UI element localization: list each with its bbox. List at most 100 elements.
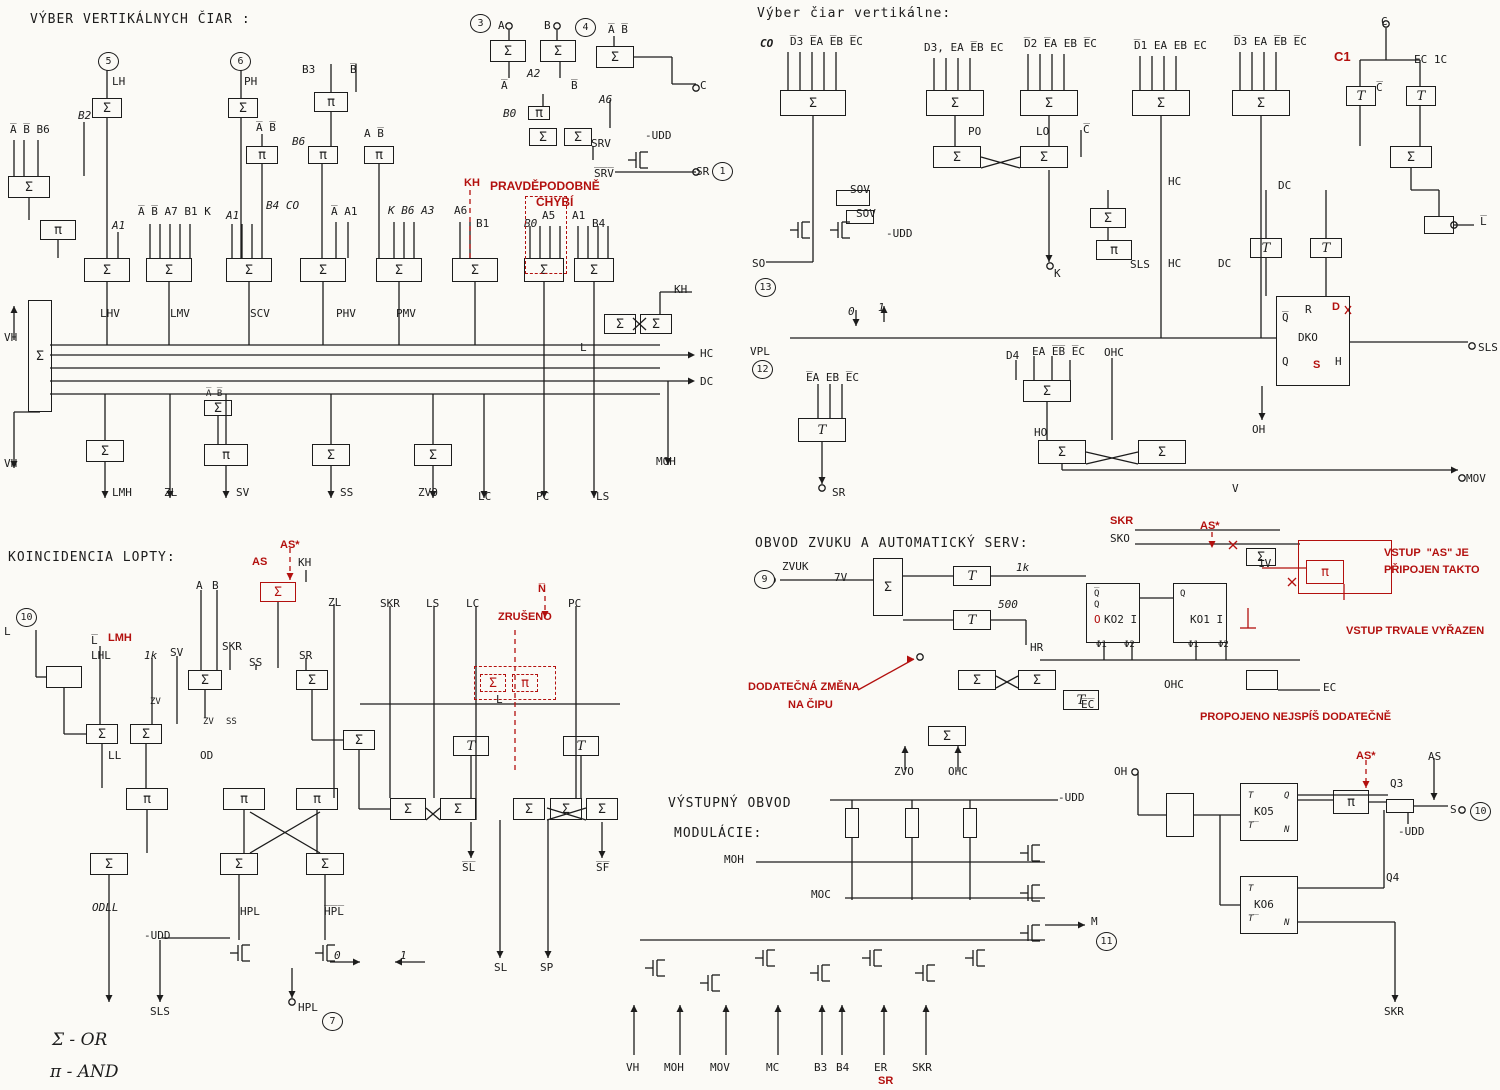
transfer-gate: T [953, 566, 991, 586]
annotation-label: LMH [108, 632, 132, 644]
annotation-label: VSTUP "AS" JE [1384, 547, 1469, 559]
pin-number-6: 6 [230, 52, 251, 71]
component-box [1166, 793, 1194, 837]
or-gate: Σ [28, 300, 52, 412]
signal-label: DC [1218, 257, 1232, 270]
signal-label: KO2 I [1104, 613, 1138, 626]
and-gate: π [1096, 240, 1132, 260]
annotation-label: ZRUŠENO [498, 611, 552, 623]
signal-label: LO [1036, 125, 1050, 138]
or-gate: Σ [296, 670, 328, 690]
or-gate: Σ [92, 98, 122, 118]
signal-label: VH [626, 1061, 640, 1074]
or-gate: Σ [524, 258, 564, 282]
signal-label: A̅ B̅ [256, 121, 276, 134]
signal-label: ZL [328, 596, 342, 609]
transfer-gate: T [1310, 238, 1342, 258]
or-gate: Σ [440, 798, 476, 820]
signal-label: Φ2 [1124, 640, 1135, 650]
and-gate: π [246, 146, 278, 164]
section-title-modulacie: MODULÁCIE: [674, 826, 763, 841]
signal-label: B3 [814, 1061, 828, 1074]
signal-label: C [700, 79, 707, 92]
or-gate: Σ [564, 128, 592, 146]
or-gate: Σ [1246, 548, 1276, 566]
or-gate: Σ [490, 40, 526, 62]
signal-label: DKO [1298, 331, 1318, 344]
signal-label: S̅F̅ [596, 861, 610, 874]
signal-label: Q̅ [1282, 311, 1289, 324]
annotation-label: AS* [1356, 750, 1376, 762]
component-box [1424, 216, 1454, 234]
signal-label: AS [1428, 750, 1442, 763]
signal-label: A6 [599, 93, 613, 106]
or-gate: Σ [343, 730, 375, 750]
annotation-label: AS* [1200, 520, 1220, 532]
signal-label: SS [249, 656, 263, 669]
signal-label: VPL [750, 345, 770, 358]
signal-label: KO1 I [1190, 613, 1224, 626]
signal-label: A6 [454, 204, 468, 217]
signal-label: 1 [400, 949, 407, 962]
signal-label: L̅ [1480, 215, 1487, 228]
section-title-vystupny-obvod: VÝSTUPNÝ OBVOD [668, 796, 792, 811]
or-gate: Σ [260, 582, 296, 602]
signal-label: C̅ [1083, 123, 1090, 136]
signal-label: S̅L̅ [462, 861, 476, 874]
annotation-label: D [1332, 301, 1340, 313]
signal-label: S̅R̅V̅ [594, 167, 614, 180]
signal-label: T̅ [1248, 914, 1259, 924]
annotation-label: VSTUP TRVALE VYŘAZEN [1346, 625, 1485, 637]
signal-label: ZVUK [782, 560, 809, 573]
signal-label: A B̅ [364, 127, 384, 140]
signal-label: LHV [100, 307, 120, 320]
pin-number-3: 3 [470, 14, 491, 33]
signal-label: SS [226, 717, 237, 727]
signal-label: D̅3 E̅A E̅B E̅C [790, 35, 863, 48]
signal-label: L [580, 341, 587, 354]
component-box [46, 666, 82, 688]
annotation-label: NA ČIPU [788, 699, 833, 711]
signal-label: B3 [302, 63, 316, 76]
or-gate: Σ [1020, 90, 1078, 116]
or-gate: Σ [130, 724, 162, 744]
or-gate: Σ [390, 798, 426, 820]
signal-label: LS [426, 597, 440, 610]
transfer-gate: T [1250, 238, 1282, 258]
annotation-label: PRAVDĚPODOBNĚ [490, 179, 600, 193]
signal-label: OD [200, 749, 214, 762]
signal-label: ZV [150, 697, 161, 707]
or-gate: Σ [1132, 90, 1190, 116]
signal-label: KO5 [1254, 805, 1274, 818]
signal-label: B0 [524, 217, 538, 230]
signal-label: Φ2 [1218, 640, 1229, 650]
signal-label: S [1450, 803, 1457, 816]
signal-label: 0 [848, 305, 855, 318]
signal-label: A [498, 19, 505, 32]
or-gate: Σ [586, 798, 618, 820]
or-gate: Σ [550, 798, 582, 820]
pin-number-10: 10 [16, 608, 37, 627]
signal-label: B [212, 579, 219, 592]
signal-label: SL [494, 961, 508, 974]
or-gate: Σ [480, 674, 506, 692]
component-box [905, 808, 919, 838]
signal-label: KO6 [1254, 898, 1274, 911]
signal-label: VH [4, 457, 18, 470]
signal-label: OHC [1164, 678, 1184, 691]
or-gate: Σ [376, 258, 422, 282]
or-gate: Σ [86, 724, 118, 744]
signal-label: ODLL [92, 901, 119, 914]
component-box [1240, 876, 1298, 934]
signal-label: T [1248, 884, 1254, 894]
annotation-label: PŘIPOJEN TAKTO [1384, 564, 1480, 576]
or-gate: Σ [1018, 670, 1056, 690]
signal-label: OHC [948, 765, 968, 778]
signal-label: Q [1282, 355, 1289, 368]
annotation-label: CHYBÍ [536, 195, 574, 209]
annotation-label: PROPOJENO NEJSPÍŠ DODATEČNĚ [1200, 711, 1392, 723]
signal-label: B6 [292, 135, 306, 148]
signal-label: SLS [1130, 258, 1150, 271]
signal-label: DC [700, 375, 714, 388]
transfer-gate: T [798, 418, 846, 442]
